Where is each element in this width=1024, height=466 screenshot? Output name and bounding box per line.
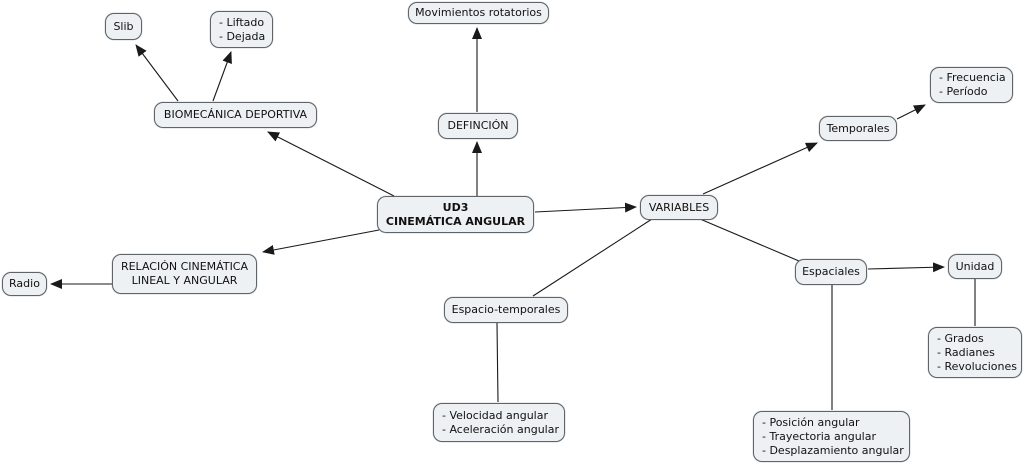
edge-biomecanica-liftado-dejada <box>212 51 232 102</box>
edge-ud3-variables <box>534 202 637 213</box>
node-liftado-dejada[interactable]: - Liftado- Dejada <box>210 11 273 48</box>
node-label-line: Radio <box>9 277 40 290</box>
node-label-line: Temporales <box>826 121 890 135</box>
node-variables[interactable]: VARIABLES <box>640 195 718 220</box>
node-label-line: - Desplazamiento angular <box>762 443 904 457</box>
node-label-line: VARIABLES <box>648 200 710 214</box>
edge-temporales-frecuencia-periodo <box>896 104 926 120</box>
node-label-line: - Dejada <box>219 29 266 43</box>
edge-variables-espaciales <box>699 218 800 262</box>
node-label-line: Movimientos rotatorios <box>415 6 542 19</box>
node-temporales[interactable]: Temporales <box>819 116 897 141</box>
edge-ud3-relacion <box>262 229 380 255</box>
node-grados-radianes[interactable]: - Grados- Radianes- Revoluciones <box>928 327 1022 378</box>
node-velocidad-acel[interactable]: - Velocidad angular- Aceleración angular <box>433 403 565 442</box>
edge-biomecanica-slib <box>135 44 179 102</box>
node-definicion[interactable]: DEFINCIÓN <box>438 113 518 139</box>
node-espacio-temporales[interactable]: Espacio-temporales <box>444 297 568 323</box>
node-label-line: - Liftado <box>219 15 265 29</box>
node-label-line: - Grados <box>937 331 984 345</box>
node-label-line: - Revoluciones <box>937 359 1017 373</box>
node-label-line: - Velocidad angular <box>442 408 548 422</box>
node-label-line: LINEAL Y ANGULAR <box>131 274 238 287</box>
node-movimientos[interactable]: Movimientos rotatorios <box>408 2 549 24</box>
node-label-line: - Trayectoria angular <box>762 429 877 443</box>
node-radio[interactable]: Radio <box>2 272 47 296</box>
node-unidad[interactable]: Unidad <box>948 254 1002 279</box>
node-frecuencia-periodo[interactable]: - Frecuencia- Período <box>930 67 1013 103</box>
edge-ud3-biomecanica <box>267 131 395 197</box>
node-label-line: CINEMÁTICA ANGULAR <box>385 214 526 228</box>
node-label-line: Espaciales <box>802 265 860 278</box>
node-label-line: DEFINCIÓN <box>447 119 509 132</box>
node-label-line: UD3 <box>442 200 469 214</box>
edge-variables-temporales <box>702 142 818 195</box>
node-biomecanica[interactable]: BIOMECÁNICA DEPORTIVA <box>154 102 317 128</box>
node-posicion-angular[interactable]: - Posición angular- Trayectoria angular-… <box>753 411 910 462</box>
node-label-line: - Radianes <box>937 345 995 359</box>
edge-variables-espacio-temporales <box>532 218 653 297</box>
node-label-line: - Posición angular <box>762 415 860 429</box>
node-espaciales[interactable]: Espaciales <box>795 259 867 285</box>
edge-espacio-temporales-velocidad-acel <box>496 322 499 403</box>
edge-espaciales-unidad <box>867 262 945 273</box>
node-label-line: Slib <box>113 19 134 33</box>
node-label-line: Espacio-temporales <box>451 303 561 316</box>
node-slib[interactable]: Slib <box>105 13 142 40</box>
node-label-line: Unidad <box>955 259 995 273</box>
node-label-line: RELACIÓN CINEMÁTICA <box>120 260 249 273</box>
node-label-line: - Aceleración angular <box>442 422 559 436</box>
node-label-line: - Período <box>939 85 988 98</box>
node-label-line: - Frecuencia <box>939 71 1006 84</box>
node-label-line: BIOMECÁNICA DEPORTIVA <box>163 108 308 121</box>
